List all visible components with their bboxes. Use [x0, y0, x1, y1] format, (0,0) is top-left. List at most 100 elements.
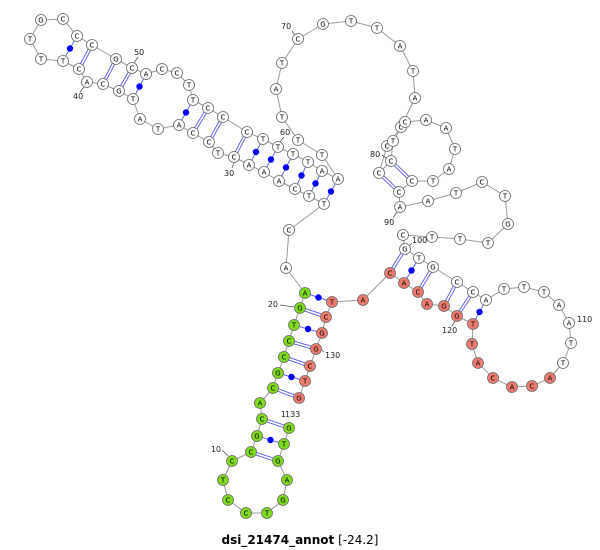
nucleotide-letter: C	[455, 279, 460, 287]
nucleotide-circle	[565, 337, 577, 349]
nucleotide-circle	[371, 22, 383, 34]
position-label-tick	[279, 136, 285, 143]
nucleotide-letter: A	[336, 176, 341, 184]
pair-bond-dot	[315, 294, 322, 301]
canonical-base-pair	[194, 111, 207, 130]
nucleotide-letter: A	[398, 204, 403, 212]
nucleotide-letter: C	[293, 186, 298, 194]
nucleotide-circle	[299, 375, 311, 387]
nucleotide-letter: A	[320, 168, 325, 176]
pair-bond-line	[212, 122, 222, 139]
nucleotide: G	[283, 422, 295, 434]
nucleotide-letter: T	[470, 321, 476, 329]
nucleotide-circle	[302, 156, 314, 168]
nucleotide-letter: C	[397, 189, 402, 197]
wobble-base-pair	[475, 304, 484, 320]
nucleotide-circle	[526, 380, 538, 392]
nucleotide: C	[226, 455, 238, 467]
nucleotide-circle	[394, 201, 406, 213]
wobble-base-pair	[299, 325, 317, 333]
nucleotide: A	[173, 119, 185, 131]
nucleotide-letter: T	[38, 56, 44, 64]
nucleotide-circle	[466, 338, 478, 350]
pair-bond-dot	[304, 325, 312, 333]
nucleotide-circle	[427, 175, 439, 187]
nucleotide-letter: C	[491, 375, 496, 383]
pair-bond-dot	[66, 45, 74, 52]
nucleotide-letter: C	[244, 510, 249, 518]
nucleotide-circle	[251, 430, 263, 442]
nucleotide-layer: GTGAGTCCTCCGCACGCCTGAACTTCAAACTCCATATGCA…	[24, 13, 577, 519]
nucleotide-letter: C	[324, 314, 329, 322]
nucleotide-circle	[257, 133, 269, 145]
nucleotide-letter: G	[286, 425, 291, 433]
pair-bond-line	[196, 113, 207, 130]
pair-bond-dot	[408, 267, 415, 274]
pair-bond-line	[458, 295, 470, 311]
nucleotide: T	[261, 507, 273, 519]
nucleotide-letter: C	[206, 105, 211, 113]
position-label-tick	[231, 162, 235, 169]
nucleotide-letter: C	[271, 385, 276, 393]
nucleotide-circle	[304, 360, 316, 372]
nucleotide-circle	[81, 76, 93, 88]
nucleotide-circle	[557, 357, 569, 369]
nucleotide: C	[126, 62, 138, 74]
nucleotide: A	[422, 195, 434, 207]
position-label: 10	[211, 445, 229, 457]
nucleotide: T	[557, 357, 569, 369]
canonical-base-pair	[277, 388, 295, 398]
nucleotide-circle	[518, 281, 530, 293]
nucleotide: A	[316, 165, 328, 177]
nucleotide: C	[171, 67, 183, 79]
nucleotide: G	[294, 302, 306, 314]
pair-bond-line	[304, 310, 321, 317]
pair-bond-line	[255, 454, 273, 461]
canonical-base-pair	[120, 71, 131, 88]
nucleotide: T	[127, 93, 139, 105]
nucleotide-circle	[467, 286, 479, 298]
nucleotide: A	[563, 317, 575, 329]
nucleotide-letter: T	[485, 240, 491, 248]
nucleotide-circle	[187, 127, 199, 139]
nucleotide-letter: A	[444, 125, 449, 133]
nucleotide: T	[292, 134, 304, 146]
nucleotide-circle	[256, 413, 268, 425]
nucleotide-circle	[127, 93, 139, 105]
nucleotide-circle	[254, 397, 266, 409]
nucleotide: C	[412, 286, 424, 298]
nucleotide-circle	[427, 261, 439, 273]
nucleotide: C	[187, 127, 199, 139]
nucleotide-letter: C	[403, 119, 408, 127]
nucleotide-letter: G	[320, 21, 325, 29]
nucleotide-letter: T	[60, 58, 66, 66]
canonical-base-pair	[445, 286, 456, 302]
nucleotide-letter: G	[275, 370, 280, 378]
pair-bond-dot	[476, 308, 483, 316]
nucleotide: C	[256, 413, 268, 425]
nucleotide: A	[332, 173, 344, 185]
position-label-text: 100	[412, 236, 427, 245]
nucleotide-circle	[472, 357, 484, 369]
nucleotide-circle	[320, 311, 332, 323]
nucleotide-letter: C	[191, 130, 196, 138]
nucleotide: A	[443, 163, 455, 175]
position-label-text: 20	[268, 300, 278, 309]
nucleotide-circle	[270, 83, 282, 95]
nucleotide: T	[407, 65, 419, 77]
nucleotide-letter: T	[275, 144, 281, 152]
nucleotide-circle	[243, 159, 255, 171]
wobble-base-pair	[296, 166, 307, 185]
nucleotide-circle	[398, 277, 410, 289]
nucleotide: C	[385, 155, 397, 167]
nucleotide-circle	[183, 79, 195, 91]
nucleotide: A	[420, 114, 432, 126]
nucleotide: A	[480, 294, 492, 306]
nucleotide-circle	[173, 119, 185, 131]
nucleotide-letter: T	[130, 96, 136, 104]
nucleotide-letter: G	[441, 303, 446, 311]
nucleotide-letter: C	[416, 289, 421, 297]
nucleotide: C	[467, 286, 479, 298]
nucleotide-circle	[35, 53, 47, 65]
nucleotide-letter: A	[557, 302, 562, 310]
